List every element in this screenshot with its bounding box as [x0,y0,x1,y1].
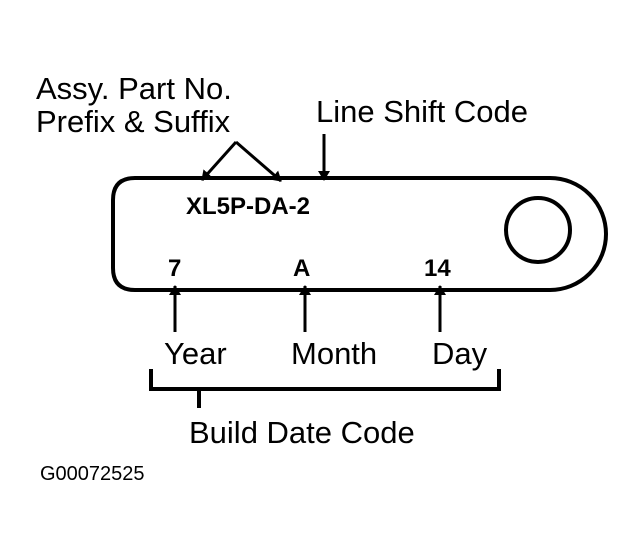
build-date-label: Build Date Code [189,415,415,450]
month-code: A [293,255,310,282]
tag-mounting-hole [504,196,572,264]
line-shift-label: Line Shift Code [316,94,528,129]
prefix-arrow [200,140,238,182]
tag-outline [111,176,608,292]
part-number-label-line1: Assy. Part No. [36,71,232,106]
year-label: Year [164,336,227,371]
month-label: Month [291,336,377,371]
figure-id: G00072525 [40,463,145,485]
suffix-arrow [235,140,282,183]
day-code: 14 [424,255,451,282]
day-label: Day [432,336,488,371]
part-number-code: XL5P-DA-2 [186,193,310,220]
build-date-bracket [149,369,501,408]
year-code: 7 [168,255,181,282]
part-number-label-line2: Prefix & Suffix [36,104,231,139]
